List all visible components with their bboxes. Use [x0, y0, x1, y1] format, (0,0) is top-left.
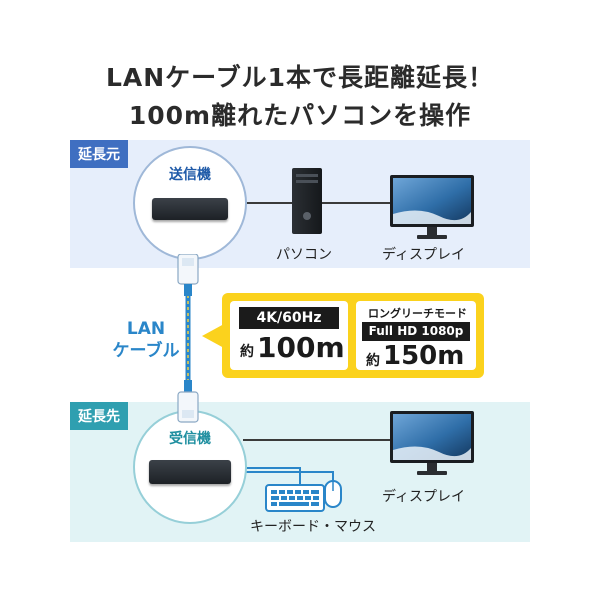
sub-title: 100m離れたパソコンを操作: [128, 101, 472, 130]
lan-cable-label-line2: ケーブル: [112, 341, 180, 361]
transmitter-label: 送信機: [169, 167, 211, 183]
long-reach-resolution-badge: Full HD 1080p: [362, 322, 470, 341]
spec-callout: 4K/60Hz 約 100m ロングリーチモード Full HD 1080p 約…: [222, 293, 484, 378]
pc-label: パソコン: [276, 247, 332, 263]
standard-resolution-badge: 4K/60Hz: [239, 307, 339, 329]
lan-cable-label-line1: LAN: [126, 319, 166, 339]
source-tag: 延長元: [70, 140, 128, 168]
receiver-label: 受信機: [169, 431, 211, 447]
lan-cable-label: LAN ケーブル: [112, 318, 180, 362]
long-reach-mode-label: ロングリーチモード: [368, 307, 467, 320]
transmitter-device-icon: [152, 198, 228, 220]
mouse-cable: [235, 471, 334, 484]
standard-prefix: 約: [240, 344, 254, 360]
receiver-device-icon: [149, 460, 231, 484]
destination-display-icon: [390, 411, 474, 475]
keyboard-icon: [265, 484, 325, 512]
long-reach-distance: 150m: [383, 341, 465, 371]
long-reach-prefix: 約: [366, 353, 380, 369]
transmitter-circle: 送信機: [133, 146, 247, 260]
destination-tag: 延長先: [70, 402, 128, 430]
main-title: LANケーブル1本で長距離延長！: [105, 63, 495, 92]
receiver-circle: 受信機: [133, 410, 247, 524]
source-display-label: ディスプレイ: [382, 247, 466, 263]
lan-connector-bottom-icon: [177, 380, 199, 423]
keyboard-mouse-label: キーボード・マウス: [250, 519, 376, 535]
destination-display-label: ディスプレイ: [382, 489, 466, 505]
callout-pointer: [202, 324, 224, 348]
long-reach-spec-box: ロングリーチモード Full HD 1080p 約 150m: [356, 301, 476, 371]
mouse-icon: [324, 480, 342, 508]
lan-connector-top-icon: [177, 254, 199, 296]
standard-distance: 100m: [257, 331, 345, 364]
pc-tower-icon: [292, 168, 322, 234]
standard-spec-box: 4K/60Hz 約 100m: [230, 301, 348, 370]
source-display-icon: [390, 175, 474, 239]
